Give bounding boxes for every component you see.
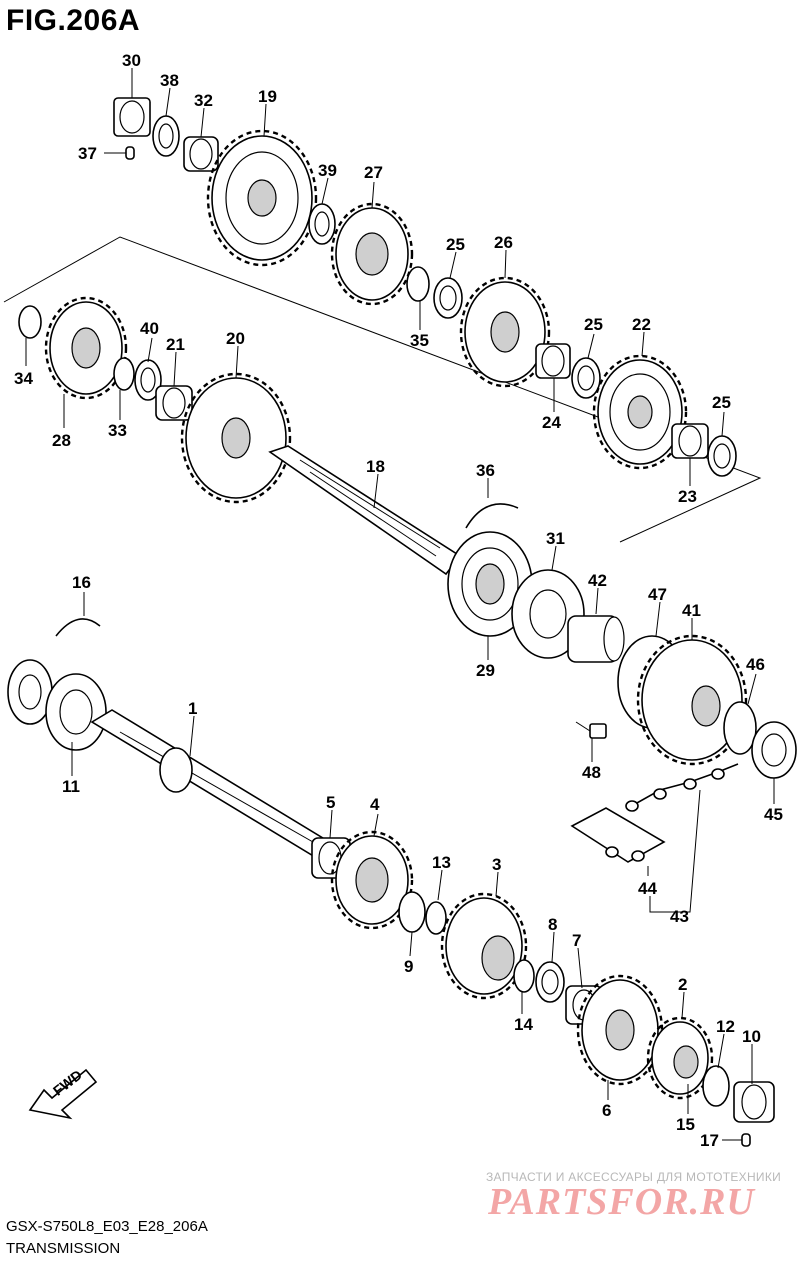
callout: 37	[78, 144, 97, 163]
callout: 16	[72, 573, 91, 592]
callout: 41	[682, 601, 701, 620]
callout: 36	[476, 461, 495, 480]
callout: 33	[108, 421, 127, 440]
callout: 32	[194, 91, 213, 110]
circlip-35	[406, 266, 430, 302]
callout: 46	[746, 655, 765, 674]
watermark-tagline: ЗАПЧАСТИ И АКСЕССУАРЫ ДЛЯ МОТОТЕХНИКИ	[486, 1170, 782, 1184]
circlip-14	[513, 959, 535, 993]
callout: 18	[366, 457, 385, 476]
callout: 30	[122, 51, 141, 70]
callout: 6	[602, 1101, 611, 1120]
bushing-32	[183, 136, 219, 172]
washer-46	[723, 701, 757, 755]
gear-19	[206, 129, 318, 267]
callout: 31	[546, 529, 565, 548]
callout: 3	[492, 855, 501, 874]
ring-16	[55, 618, 101, 637]
callout: 15	[676, 1115, 695, 1134]
gear-27	[330, 202, 414, 306]
callout: 39	[318, 161, 337, 180]
driveshaft-1	[90, 709, 338, 861]
callout: 13	[432, 853, 451, 872]
callout: 2	[678, 975, 687, 994]
figure-section: TRANSMISSION	[6, 1240, 121, 1257]
callout: 25	[584, 315, 603, 334]
callout: 38	[160, 71, 179, 90]
callout: 17	[700, 1131, 719, 1150]
group-outline	[3, 236, 762, 543]
callout: 25	[446, 235, 465, 254]
callout: 42	[588, 571, 607, 590]
pin-17	[741, 1133, 751, 1147]
callout: 21	[166, 335, 185, 354]
watermark-logo: PARTSFOR.RU	[488, 1181, 755, 1223]
ball-bearing-29	[447, 531, 533, 637]
callout: 34	[14, 369, 33, 388]
needle-bearing-10	[733, 1081, 775, 1123]
figure-title: FIG.206A	[6, 4, 141, 37]
countershaft-18	[268, 445, 462, 576]
figure-code: GSX-S750L8_E03_E28_206A	[6, 1218, 208, 1235]
callout: 9	[404, 957, 413, 976]
callout: 10	[742, 1027, 761, 1046]
callout: 48	[582, 763, 601, 782]
pin-37	[125, 146, 135, 160]
gear-6	[576, 974, 664, 1086]
callout: 19	[258, 87, 277, 106]
bushing-21	[155, 385, 193, 421]
spacer-42	[567, 615, 625, 663]
needle-bearing-24	[535, 343, 571, 379]
bolt-48	[575, 721, 607, 739]
gear-28	[44, 296, 128, 400]
callout: 44	[638, 879, 657, 898]
callout: 25	[712, 393, 731, 412]
callout: 1	[188, 699, 197, 718]
callout: 23	[678, 487, 697, 506]
forward-direction-arrow: FWD	[28, 1067, 98, 1120]
callout: 14	[514, 1015, 533, 1034]
callout: 8	[548, 915, 557, 934]
bearing-11	[45, 673, 107, 751]
callout: 35	[410, 331, 429, 350]
callout: 26	[494, 233, 513, 252]
callout: 20	[226, 329, 245, 348]
gear-3	[440, 892, 528, 1000]
callout: 47	[648, 585, 667, 604]
gear-2	[646, 1016, 714, 1100]
needle-bearing-30	[113, 97, 151, 137]
callout: 28	[52, 431, 71, 450]
callout: 45	[764, 805, 783, 824]
callout: 43	[670, 907, 689, 926]
washer-9	[398, 891, 426, 933]
callout-labels: 30 38 32 19 37 39 27 25 26 35 40 21 20 3…	[14, 51, 783, 1150]
washer-12	[702, 1065, 730, 1107]
callout: 7	[572, 931, 581, 950]
circlip-34	[18, 305, 42, 339]
drive-chain-43	[625, 763, 739, 812]
engine-sprocket-41	[636, 634, 748, 766]
bushing-45	[751, 721, 797, 779]
callout: 22	[632, 315, 651, 334]
callout: 4	[370, 795, 380, 814]
callout: 27	[364, 163, 383, 182]
callout: 11	[62, 777, 80, 796]
callout: 5	[326, 793, 335, 812]
circlip-33	[113, 357, 135, 391]
needle-bearing-23	[671, 423, 709, 459]
circlip-13	[425, 901, 447, 935]
chain-joint-44	[570, 807, 666, 863]
gear-20	[180, 372, 292, 504]
callout: 12	[716, 1017, 735, 1036]
gear-26	[459, 276, 551, 388]
gear-4	[330, 830, 414, 930]
leader-lines	[25, 68, 775, 1141]
callout: 29	[476, 661, 495, 680]
ring-36	[465, 503, 519, 529]
callout: 24	[542, 413, 561, 432]
gear-22	[592, 354, 688, 470]
callout: 40	[140, 319, 159, 338]
